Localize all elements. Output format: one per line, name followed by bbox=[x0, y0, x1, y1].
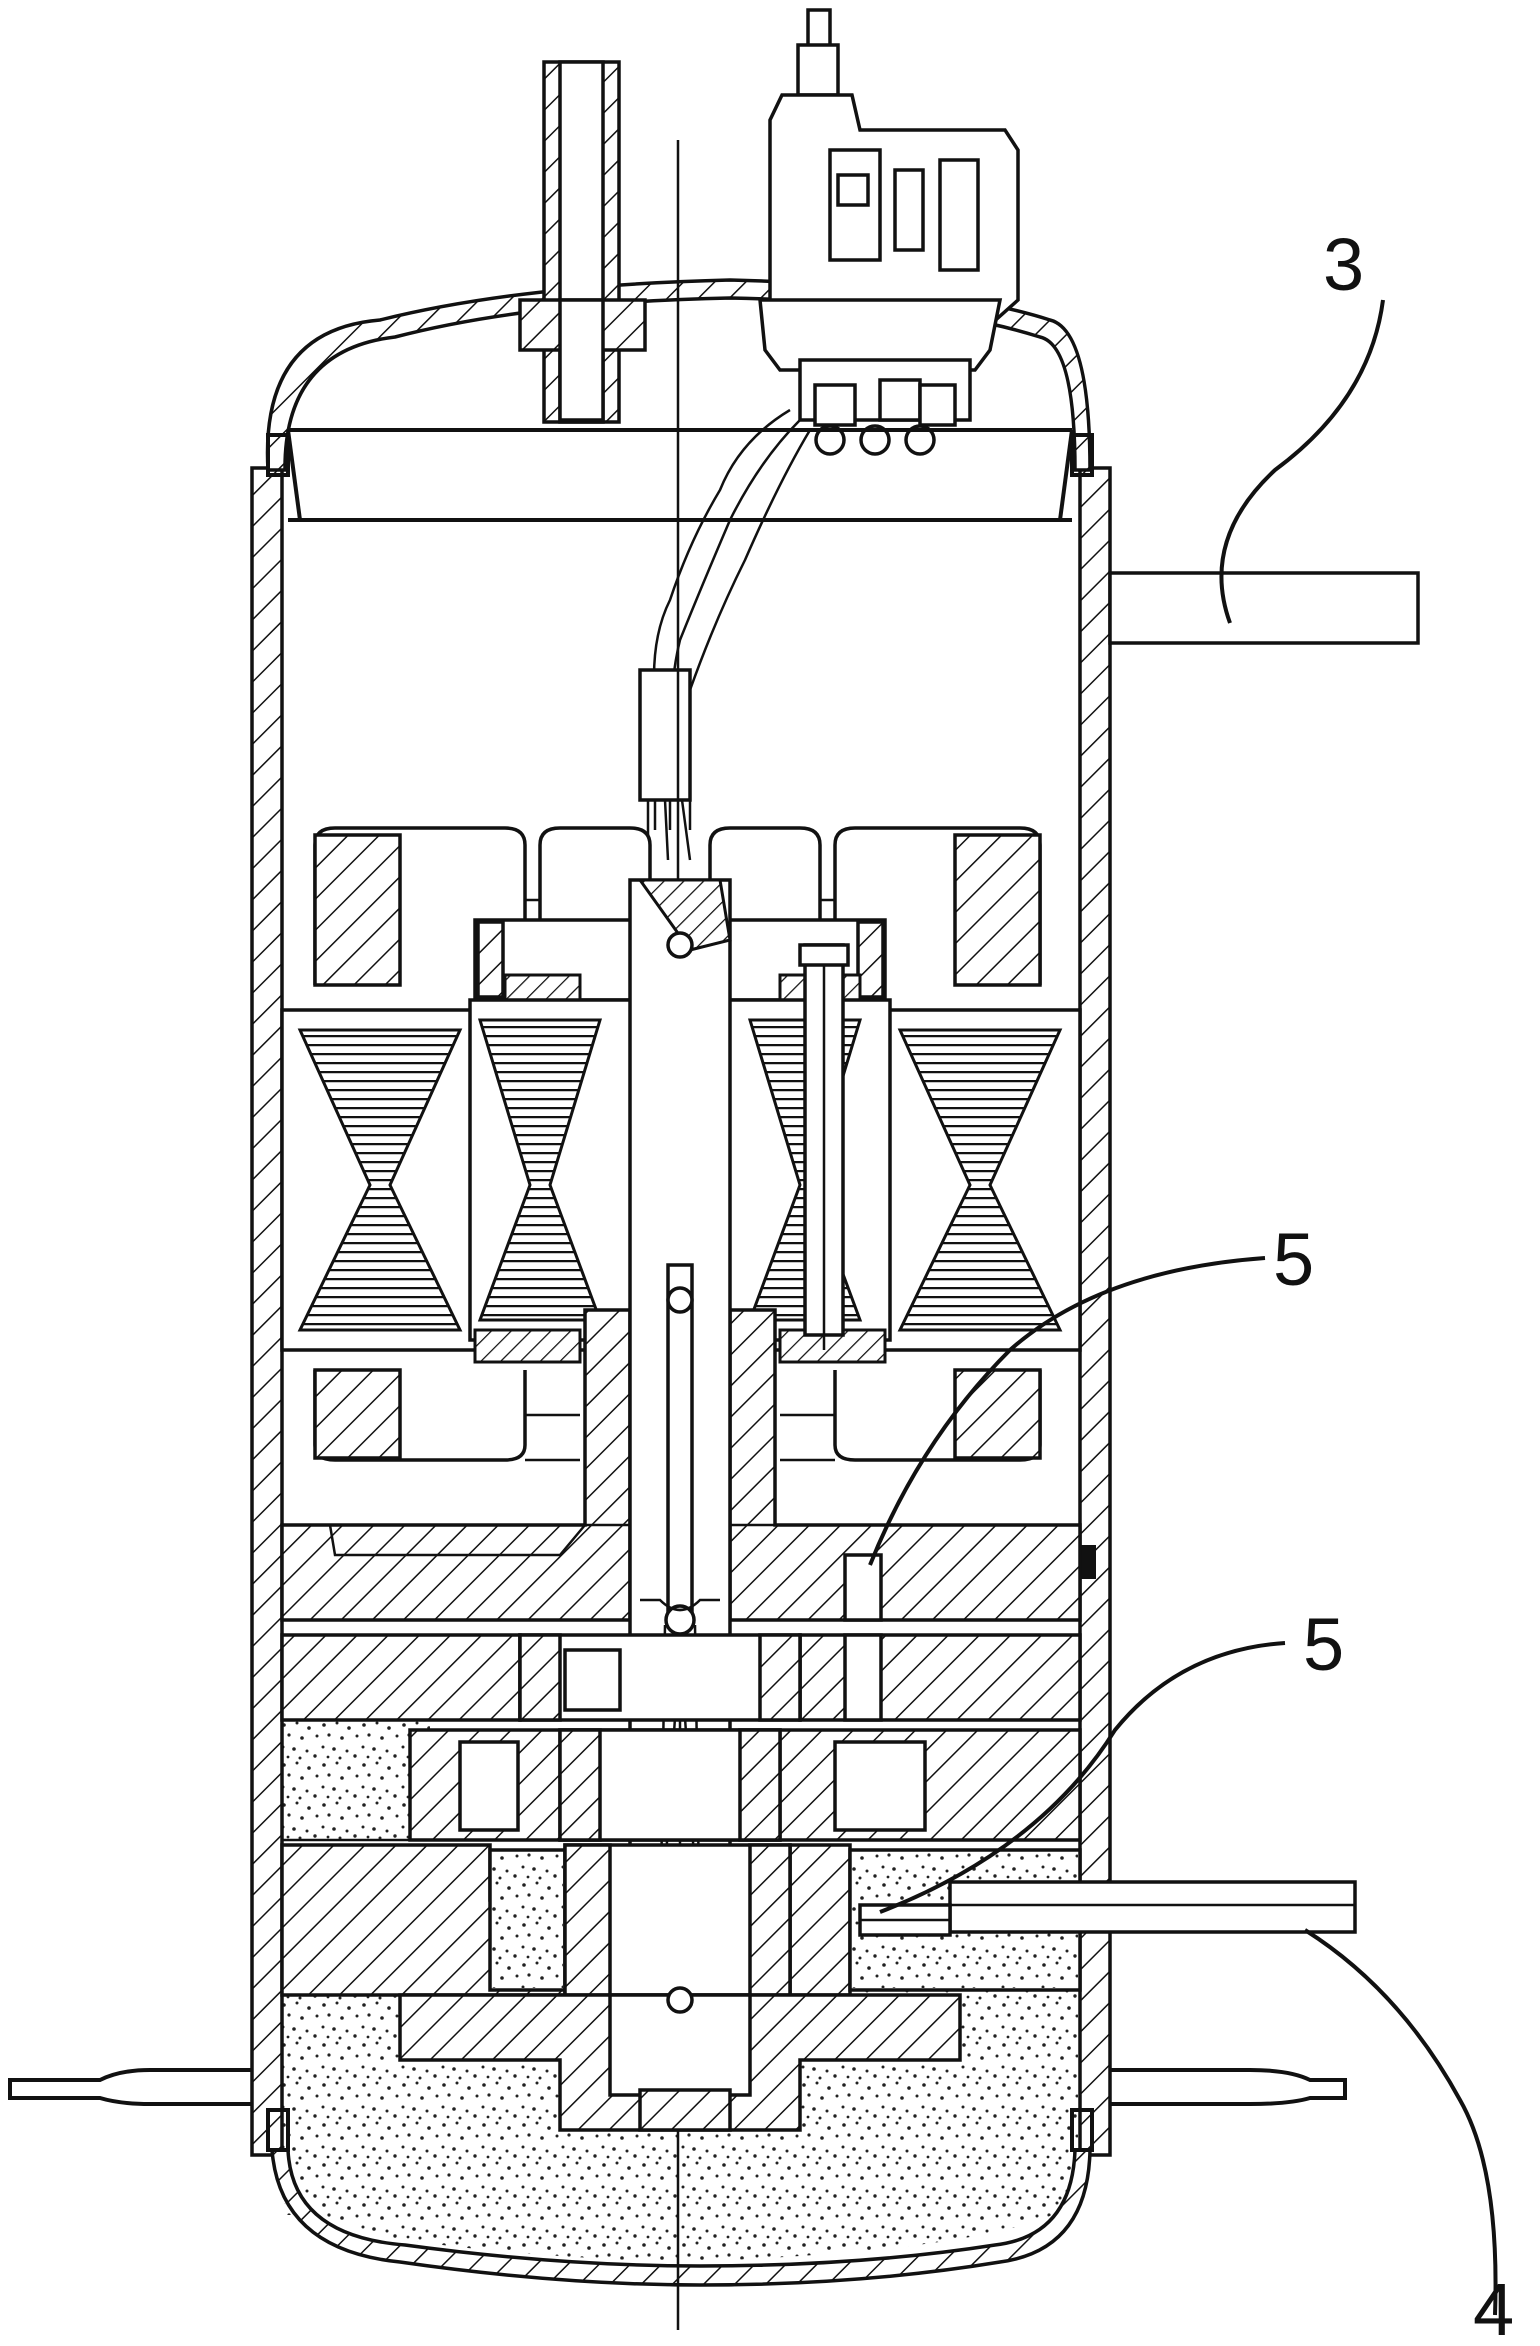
cylinder-block bbox=[280, 1633, 1082, 1722]
label-5-upper: 5 bbox=[1273, 1218, 1314, 1301]
compressor-shell bbox=[250, 278, 1112, 2287]
mounting-feet bbox=[8, 2068, 1347, 2106]
callout-leaders bbox=[868, 299, 1498, 2316]
roller-layer bbox=[282, 1728, 1082, 1842]
top-plate bbox=[286, 428, 1074, 522]
stator-lower-coils bbox=[313, 1368, 1042, 1462]
wire-harness bbox=[638, 408, 812, 861]
discharge-pipe bbox=[1108, 571, 1420, 645]
label-5-lower: 5 bbox=[1303, 1603, 1344, 1686]
label-3: 3 bbox=[1323, 223, 1364, 306]
label-4: 4 bbox=[1473, 2268, 1514, 2346]
top-discharge-tube bbox=[518, 60, 647, 424]
balance-rod bbox=[798, 943, 850, 1350]
terminal-box bbox=[758, 8, 1020, 456]
suction-pipe bbox=[858, 1880, 1357, 1937]
